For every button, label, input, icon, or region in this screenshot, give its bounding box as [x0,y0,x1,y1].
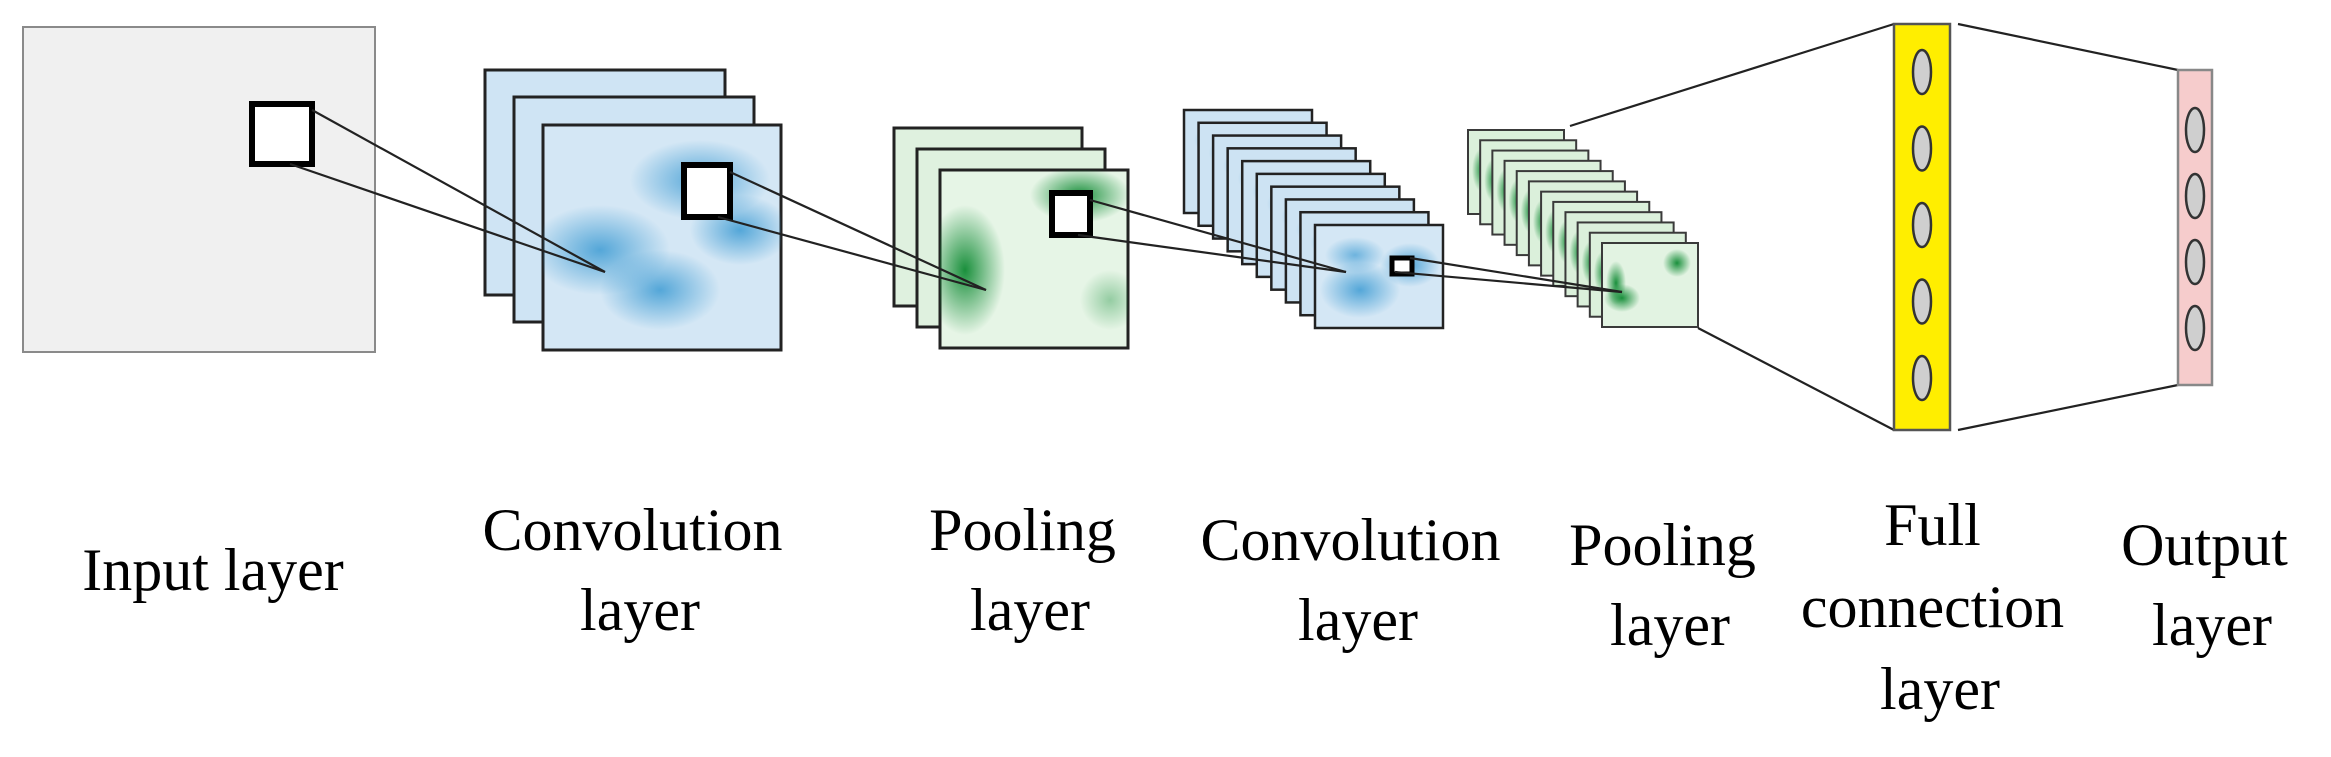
connection-lines [289,22,2179,432]
fc-neuron-node [1911,201,1933,249]
input-layer [22,26,376,353]
pool-layer-2 [1467,129,1699,328]
label-conv-layer-2: Convolution layer [1200,507,1515,653]
conv1-to-pool1-line-bottom [717,215,987,292]
conv1-receptive-field [681,162,733,220]
output-neuron-node [2184,106,2206,154]
pool2-to-fc-line-top [1569,22,1895,128]
fc-neuron-node [1911,125,1933,172]
pool2-to-fc-line-bottom [1697,327,1895,431]
fc-neuron-node [1911,354,1933,402]
output-layer [2176,68,2214,387]
pool1-to-conv2-line-bottom [1077,233,1347,274]
fc-neuron-node [1911,48,1933,96]
conv1-to-pool1-line-top [729,171,987,291]
pool1-to-conv2-line-top [1089,198,1347,274]
label-output-layer: Output layer [2121,512,2303,658]
fc-neuron-node [1911,278,1933,325]
input-receptive-field [249,101,315,167]
pool-layer-1 [892,126,1130,350]
label-pool-layer-1: Pooling layer [929,497,1131,643]
label-conv-layer-1: Convolution layer [482,497,797,643]
pool1-receptive-field [1049,190,1093,238]
fc-to-output-line-top [1957,22,2179,72]
input-to-conv1-line-top [311,109,606,273]
layer-labels: Input layer Convolution layer Pooling la… [82,492,2303,722]
conv-layer-2 [1182,108,1445,330]
output-neuron-node [2184,304,2206,352]
input-image [22,26,376,353]
label-pool-layer-2: Pooling layer [1569,512,1771,658]
fc-to-output-line-bottom [1957,383,2179,432]
conv2-to-pool2-line-top [1409,256,1623,294]
label-input-layer: Input layer [82,537,344,603]
conv2-to-pool2-line-bottom [1394,270,1623,294]
input-to-conv1-line-bottom [289,162,606,274]
full-connection-layer [1892,22,1952,432]
label-full-connection-layer: Full connection layer [1801,492,2079,722]
conv-layer-1 [483,68,783,352]
output-neuron-node [2184,172,2206,220]
conv2-receptive-field [1389,255,1415,277]
output-neuron-node [2184,238,2206,286]
